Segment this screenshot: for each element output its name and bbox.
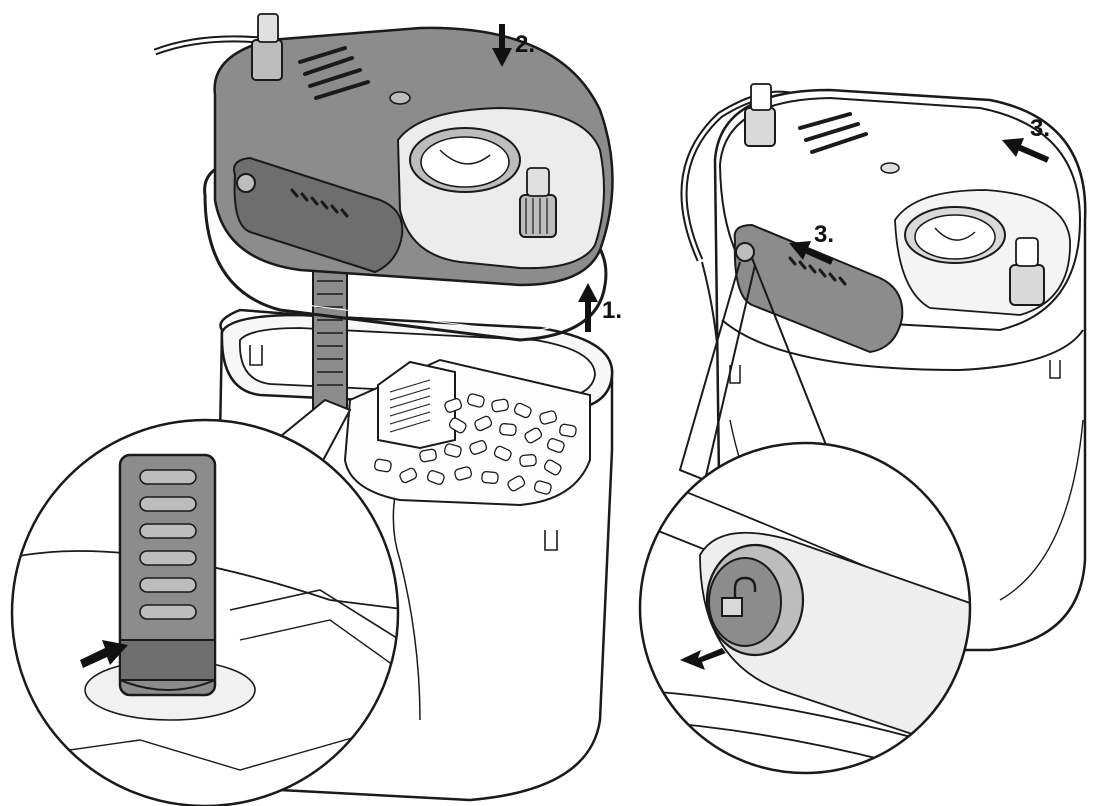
- right-zoom-callout: [638, 257, 972, 775]
- step-1-label: 1.: [602, 297, 622, 324]
- step-3-side-label: 3.: [814, 221, 834, 248]
- step-3-side-arrow: [789, 241, 834, 265]
- left-pump-head: [213, 13, 614, 287]
- step-2-label: 2.: [515, 31, 535, 58]
- step-3-top-label: 3.: [1030, 115, 1050, 142]
- step-3-top-arrow: [1002, 138, 1050, 163]
- left-zoom-callout: [10, 398, 400, 806]
- step-2-arrow: [492, 24, 512, 67]
- step-1-arrow: [578, 283, 598, 332]
- unlock-icon: [721, 576, 757, 617]
